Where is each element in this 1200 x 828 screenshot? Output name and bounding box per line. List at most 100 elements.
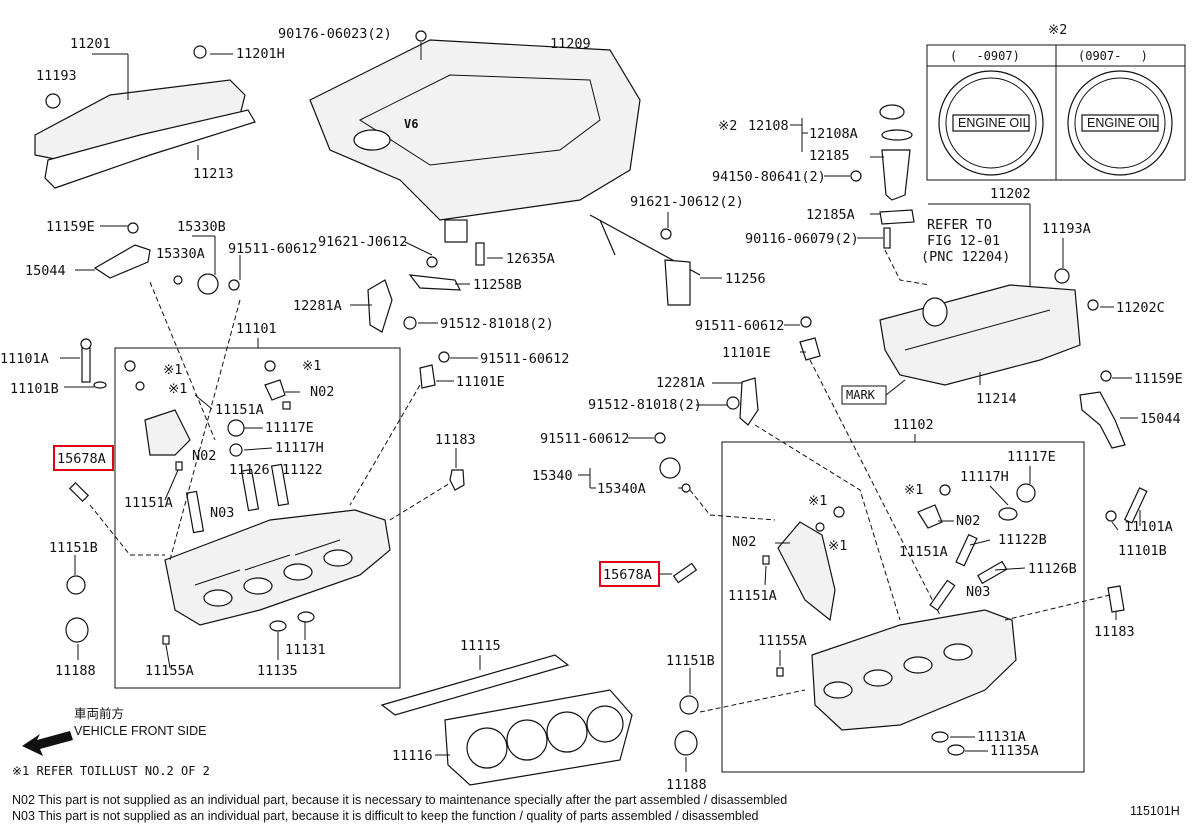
bolt-icon bbox=[1100, 370, 1112, 382]
part-label: 15340A bbox=[597, 481, 646, 497]
part-label: 11131A bbox=[977, 729, 1026, 745]
part-label: 11117H bbox=[275, 440, 324, 456]
bolt-icon bbox=[833, 506, 845, 518]
part-label: 11256 bbox=[725, 271, 766, 287]
part-label: 12281A bbox=[656, 375, 705, 391]
engine-cover: V6 bbox=[309, 30, 641, 243]
bolt-icon bbox=[228, 279, 240, 291]
part-label: 11101 bbox=[236, 321, 277, 337]
highlighted-part-label-rh[interactable]: 15678A bbox=[603, 567, 652, 583]
part-label: 15340 bbox=[532, 468, 573, 484]
part-label: 11116 bbox=[392, 748, 433, 764]
highlighted-part-label-lh[interactable]: 15678A bbox=[57, 451, 106, 467]
part-label: N02 bbox=[192, 448, 216, 464]
valve-icon bbox=[197, 273, 219, 295]
front-direction-indicator: 車両前方 VEHICLE FRONT SIDE bbox=[22, 706, 206, 756]
part-label: 91511-60612 bbox=[228, 241, 317, 257]
bolt-icon bbox=[403, 316, 417, 330]
part-label: 11151A bbox=[728, 588, 777, 604]
bolt-icon bbox=[815, 522, 825, 532]
part-label: 11213 bbox=[193, 166, 234, 182]
oil-cap-text-1: ENGINE OIL bbox=[958, 116, 1030, 130]
engine-badge: V6 bbox=[404, 117, 418, 131]
part-label: 11214 bbox=[976, 391, 1017, 407]
bolt-icon bbox=[660, 228, 672, 240]
part-label: 11159E bbox=[46, 219, 95, 235]
highlight-box bbox=[53, 445, 114, 471]
highlight-box bbox=[599, 561, 660, 587]
part-label: 90176-06023(2) bbox=[278, 26, 392, 42]
rh-small-parts bbox=[654, 316, 821, 493]
part-label: 11155A bbox=[145, 663, 194, 679]
part-label: 91512-81018(2) bbox=[588, 397, 702, 413]
part-label: 11101B bbox=[10, 381, 59, 397]
rh-lower-left-parts bbox=[674, 695, 699, 756]
bolt-icon bbox=[135, 381, 145, 391]
part-label: 11151A bbox=[899, 544, 948, 560]
part-label: 11126 bbox=[229, 462, 270, 478]
refer-note: FIG 12-01 bbox=[927, 233, 1000, 249]
part-label: 12281A bbox=[293, 298, 342, 314]
footnote-n03: N03 This part is not supplied as an indi… bbox=[12, 809, 759, 823]
part-label: 91621-J0612(2) bbox=[630, 194, 744, 210]
rh-outside-parts bbox=[1079, 370, 1148, 613]
part-label: 12185A bbox=[806, 207, 855, 223]
note-mark: ※1 bbox=[302, 358, 321, 374]
note-mark: ※1 bbox=[828, 538, 847, 554]
center-small-parts bbox=[367, 242, 485, 333]
part-label: 11101E bbox=[456, 374, 505, 390]
refer-note: (PNC 12204) bbox=[921, 249, 1010, 265]
note-mark: ※1 bbox=[808, 493, 827, 509]
part-label: 11202 bbox=[990, 186, 1031, 202]
bolt-icon bbox=[1105, 510, 1117, 522]
plug-icon bbox=[227, 419, 245, 437]
part-label: 12108 bbox=[748, 118, 789, 134]
bolt-icon bbox=[726, 396, 740, 410]
part-label: 11135A bbox=[990, 743, 1039, 759]
part-label: 11183 bbox=[435, 432, 476, 448]
part-label: 11101A bbox=[1124, 519, 1173, 535]
bolt-icon bbox=[127, 222, 139, 234]
part-label: N02 bbox=[956, 513, 980, 529]
bolt-icon bbox=[193, 45, 207, 59]
head-gasket-11116 bbox=[444, 689, 633, 786]
oil-cap-text-2: ENGINE OIL bbox=[1087, 116, 1159, 130]
part-label: N02 bbox=[732, 534, 756, 550]
bolt-icon bbox=[438, 351, 450, 363]
o-ring-icon bbox=[173, 275, 183, 285]
part-label: 11209 bbox=[550, 36, 591, 52]
part-label: N02 bbox=[310, 384, 334, 400]
oil-control-valve-bracket-lh bbox=[93, 222, 240, 295]
valve-icon bbox=[659, 457, 681, 479]
footnote-x1: ※1 REFER TOILLUST NO.2 OF 2 bbox=[12, 764, 210, 778]
part-label: 11131 bbox=[285, 642, 326, 658]
bolt-icon bbox=[264, 360, 276, 372]
part-label: 15330A bbox=[156, 246, 205, 262]
bolt-icon bbox=[80, 338, 92, 350]
cylinder-head-cover-lh bbox=[34, 45, 256, 189]
cylinder-head-rh bbox=[762, 483, 1036, 756]
part-label: 12185 bbox=[809, 148, 850, 164]
dipstick-guide bbox=[589, 214, 701, 306]
part-label: 11117E bbox=[265, 420, 314, 436]
part-label: 15330B bbox=[177, 219, 226, 235]
part-label: 11188 bbox=[55, 663, 96, 679]
part-label: N03 bbox=[210, 505, 234, 521]
part-label: 90116-06079(2) bbox=[745, 231, 859, 247]
o-ring-icon bbox=[229, 443, 243, 457]
direction-en: VEHICLE FRONT SIDE bbox=[74, 724, 206, 738]
part-label: 11159E bbox=[1134, 371, 1183, 387]
part-label: 11102 bbox=[893, 417, 934, 433]
bolt-icon bbox=[1087, 299, 1099, 311]
bolt-icon bbox=[415, 30, 427, 42]
part-label: 11117E bbox=[1007, 449, 1056, 465]
lh-outside-parts bbox=[65, 338, 107, 643]
part-label: 11193A bbox=[1042, 221, 1091, 237]
inset-column-1: ( -0907) bbox=[950, 49, 1020, 63]
part-label: 11258B bbox=[473, 277, 522, 293]
footnote-n02: N02 This part is not supplied as an indi… bbox=[12, 793, 787, 807]
part-label: 11101A bbox=[0, 351, 49, 367]
part-label: 11117H bbox=[960, 469, 1009, 485]
plug-icon bbox=[45, 93, 61, 109]
